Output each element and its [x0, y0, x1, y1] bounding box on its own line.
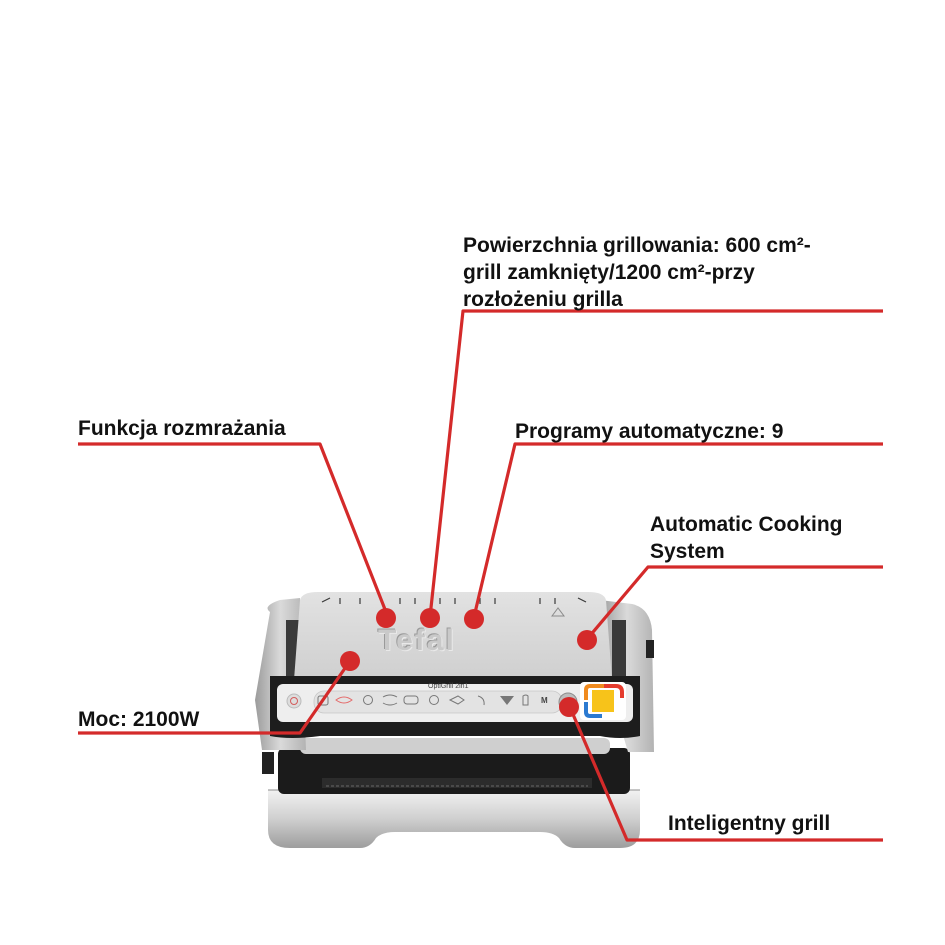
manual-mode-key: M [541, 696, 548, 705]
callout-label-grill-surface: Powierzchnia grillowania: 600 cm²- grill… [463, 234, 811, 311]
callout-label-auto-cooking: Automatic Cooking System [650, 513, 843, 563]
callout-line-auto-cooking [586, 565, 883, 640]
callout-label-auto-programs: Programy automatyczne: 9 [515, 420, 784, 443]
callout-line-power [78, 660, 352, 735]
callout-line-auto-programs [472, 442, 883, 618]
callout-lines [78, 309, 883, 842]
callout-dot-smart-grill [559, 697, 579, 717]
cooking-indicator [580, 682, 626, 720]
callout-dot-power [340, 651, 360, 671]
brand-logo: Tefal [378, 624, 456, 657]
grill-base [262, 738, 640, 848]
callout-label-power: Moc: 2100W [78, 708, 200, 731]
callout-line-defrost [78, 442, 390, 618]
callout-line-grill-surface [428, 309, 883, 618]
callout-dot-defrost [376, 608, 396, 628]
callout-dots [340, 608, 597, 717]
callout-label-smart-grill: Inteligentny grill [668, 812, 831, 835]
callout-dot-grill-surface [420, 608, 440, 628]
control-panel [270, 676, 640, 738]
model-label: OptiGrill 2in1 [428, 683, 469, 690]
callout-dot-auto-programs [464, 609, 484, 629]
callout-dot-auto-cooking [577, 630, 597, 650]
callout-label-defrost: Funkcja rozmrażania [78, 417, 286, 440]
grill-lid [294, 592, 612, 680]
callout-line-smart-grill [567, 704, 883, 842]
